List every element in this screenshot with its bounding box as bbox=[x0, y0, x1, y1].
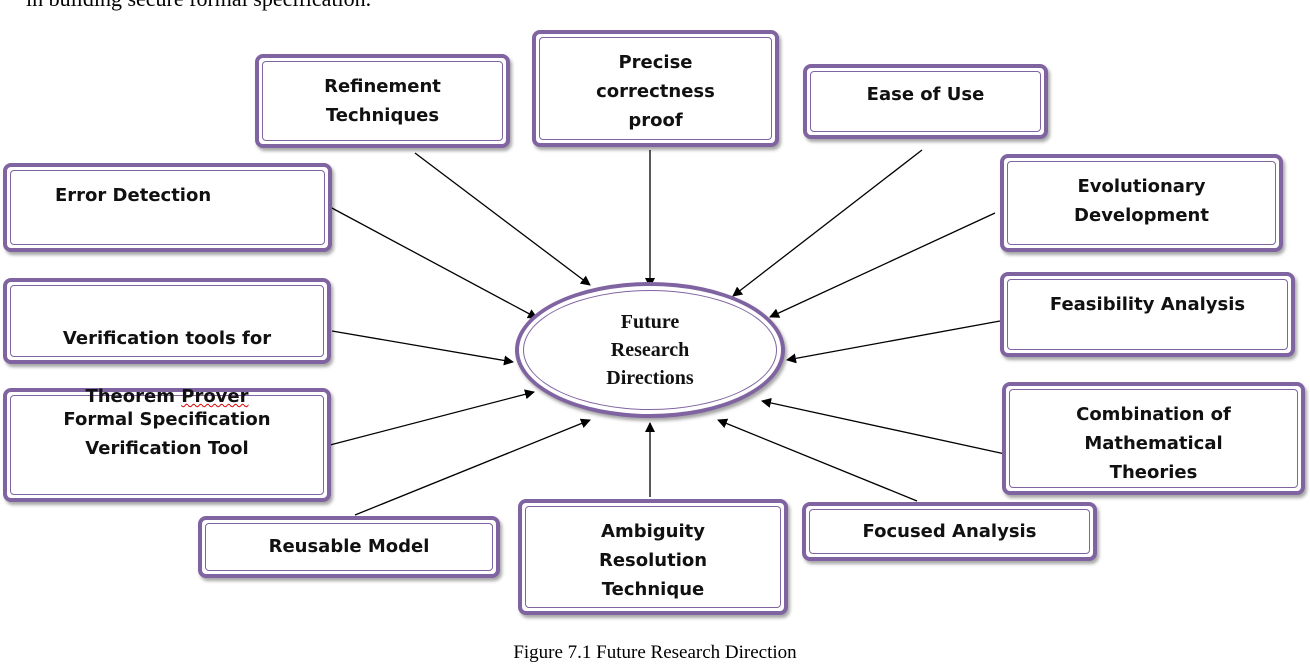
verification-line1: Verification tools for bbox=[62, 328, 272, 349]
node-ease-of-use: Ease of Use bbox=[803, 64, 1048, 139]
verification-line2b-spellcheck: Prover bbox=[181, 386, 249, 407]
node-reusable-model: Reusable Model bbox=[198, 516, 500, 578]
arrow-ease bbox=[732, 149, 923, 297]
page-text-fragment: in building secure formal specification. bbox=[26, 0, 371, 12]
arrow-feasibility bbox=[786, 320, 1001, 364]
node-error-detection: Error Detection bbox=[3, 163, 332, 252]
figure-caption: Figure 7.1 Future Research Direction bbox=[513, 642, 797, 663]
node-combination-of-mathematical-theories: Combination of Mathematical Theories bbox=[1002, 382, 1305, 495]
arrow-reusable bbox=[354, 418, 591, 516]
node-verification-tools-theorem-prover: Verification tools for Theorem Prover bbox=[3, 278, 331, 407]
node-formal-specification-verification-tool: Formal Specification Verification Tool bbox=[3, 388, 331, 502]
node-ambiguity-resolution-technique: Ambiguity Resolution Technique bbox=[518, 499, 788, 615]
node-precise-correctness-proof: Precise correctness proof bbox=[532, 30, 779, 147]
arrow-combination bbox=[761, 398, 1006, 455]
verification-line2a: Theorem bbox=[85, 386, 182, 407]
arrow-verification bbox=[331, 330, 514, 366]
arrow-error bbox=[329, 206, 538, 319]
node-evolutionary-development: Evolutionary Development bbox=[1000, 154, 1283, 252]
arrow-focused bbox=[717, 418, 918, 502]
arrow-refinement bbox=[414, 152, 591, 286]
arrow-evolutionary bbox=[769, 212, 996, 318]
node-refinement-techniques: Refinement Techniques bbox=[255, 54, 510, 148]
arrow-formal-spec bbox=[329, 389, 535, 446]
node-feasibility-analysis: Feasibility Analysis bbox=[1000, 272, 1295, 357]
node-focused-analysis: Focused Analysis bbox=[802, 502, 1097, 561]
center-future-research-directions: Future Research Directions bbox=[515, 282, 785, 418]
